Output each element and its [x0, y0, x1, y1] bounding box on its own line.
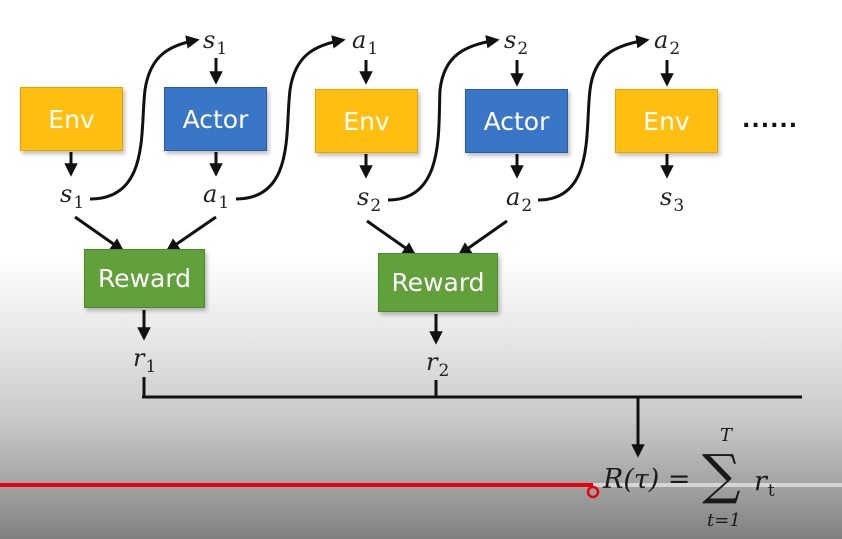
env-box-3: Env [615, 89, 718, 153]
curve-a2-to-top [537, 35, 650, 202]
symbol-r1: r1 [133, 344, 157, 377]
sum-lower-limit: t=1 [707, 510, 741, 531]
symbol-a1-top: a1 [352, 26, 379, 59]
symbol-s2-top: s2 [504, 26, 529, 59]
symbol-s1: s1 [60, 180, 85, 213]
env-box-2: Env [315, 89, 418, 153]
reward-box-1: Reward [84, 249, 205, 308]
sum-term: rt [754, 466, 775, 501]
symbol-r2: r2 [426, 348, 450, 381]
return-formula-lhs: R(τ) = [603, 464, 691, 495]
continuation-ellipsis: ...... [742, 108, 799, 133]
symbol-a1: a1 [203, 180, 230, 213]
arrow-a2-to-reward2 [457, 219, 508, 256]
arrow-s2-to-reward2 [366, 219, 417, 256]
curve-s1-to-top [89, 35, 200, 201]
symbol-s1-top: s1 [203, 26, 228, 59]
symbol-a2-top: a2 [654, 26, 681, 59]
reward-box-2: Reward [378, 253, 498, 312]
sum-upper-limit: T [720, 425, 733, 446]
sum-symbol: ∑ [702, 443, 741, 506]
actor-box-2: Actor [465, 89, 568, 153]
symbol-s3: s3 [660, 183, 685, 216]
curve-s2-to-top [387, 35, 500, 202]
env-box-1: Env [20, 87, 123, 151]
arrow-a1-to-reward1 [165, 215, 217, 252]
actor-box-1: Actor [164, 87, 267, 151]
symbol-s2: s2 [357, 183, 382, 216]
curve-a1-to-top [235, 35, 346, 201]
arrow-s1-to-reward1 [74, 215, 125, 252]
symbol-a2: a2 [506, 183, 533, 216]
video-progress-handle [586, 485, 600, 499]
